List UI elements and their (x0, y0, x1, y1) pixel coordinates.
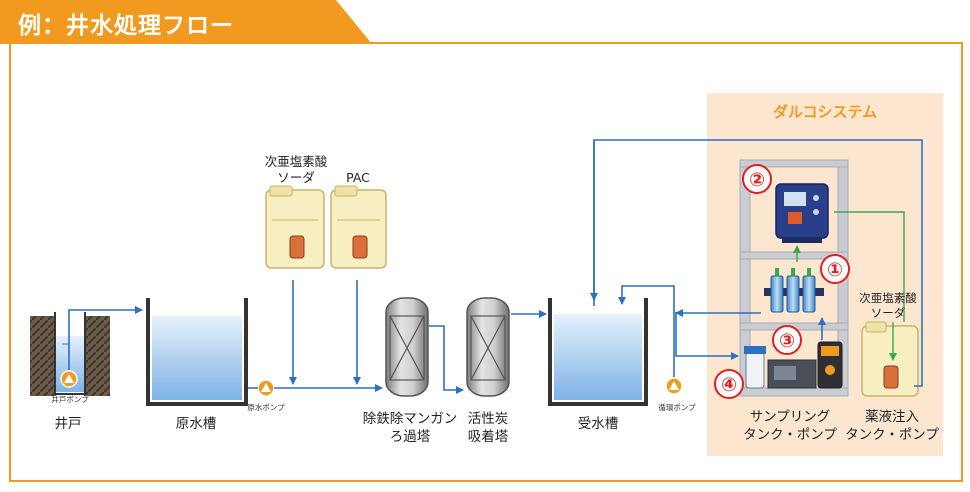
controller-unit (775, 183, 829, 243)
marker-3-label: ③ (779, 330, 795, 352)
well (30, 312, 110, 396)
label-sampling: サンプリングタンク・ポンプ (743, 409, 837, 443)
chemical-injection-can (861, 321, 919, 397)
label-well: 井戸 (55, 416, 82, 432)
flow-lines (68, 139, 923, 394)
label-receiving-tank: 受水槽 (578, 416, 619, 432)
sensor-holders (764, 268, 824, 313)
marker-2-label: ② (749, 169, 765, 191)
hypochlorite-can (265, 185, 325, 269)
label-circ-pump: 循環ポンプ (658, 402, 696, 412)
label-chem-injection: 薬液注入タンク・ポンプ (845, 409, 939, 443)
circulation-pump-icon (665, 377, 683, 395)
label-hypochlorite: 次亜塩素酸ソーダ (265, 154, 328, 185)
marker-1-label: ① (827, 259, 843, 281)
page-title: 例：井水処理フロー (18, 13, 234, 39)
label-carbon-tower: 活性炭吸着塔 (468, 411, 509, 445)
pac-can (330, 185, 387, 269)
marker-2: ② (742, 164, 772, 194)
label-raw-tank: 原水槽 (176, 416, 217, 432)
title-tab (0, 0, 372, 44)
label-hypochlorite-right: 次亜塩素酸ソーダ (859, 291, 917, 320)
marker-3: ③ (772, 325, 802, 355)
activated-carbon-tower (466, 297, 510, 397)
well-pump-icon (60, 370, 78, 388)
label-filter-tower: 除鉄除マンガンろ過塔 (363, 411, 458, 445)
diagram-frame (9, 42, 963, 482)
sampling-tank-pump (744, 341, 843, 389)
signal-lines (793, 211, 905, 361)
receiving-tank (548, 298, 648, 406)
label-raw-pump: 原水ポンプ (247, 402, 285, 412)
label-well-pump: 井戸ポンプ (51, 394, 89, 404)
raw-water-tank (146, 298, 248, 406)
marker-4-label: ④ (721, 374, 737, 396)
marker-4: ④ (714, 369, 744, 399)
raw-water-pump-icon (257, 379, 275, 397)
iron-manganese-filter-tower (385, 297, 429, 397)
marker-1: ① (820, 254, 850, 284)
label-pac: PAC (346, 170, 370, 185)
system-label: ダルコシステム (773, 103, 877, 121)
